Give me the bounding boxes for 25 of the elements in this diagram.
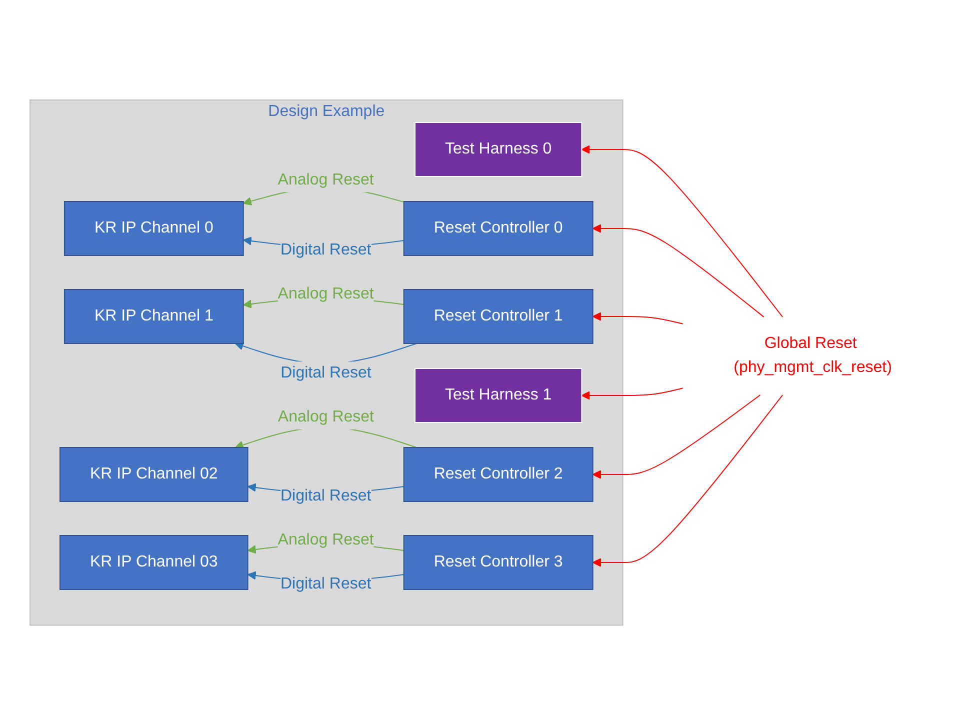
arrow <box>592 394 761 480</box>
arrow <box>581 388 684 400</box>
arrow <box>592 312 684 325</box>
node-box: Reset Controller 1 <box>403 289 594 344</box>
edge-label: Digital Reset <box>280 242 372 259</box>
arrow <box>581 145 784 318</box>
node-box: Test Harness 1 <box>414 368 582 424</box>
node-box: Reset Controller 3 <box>403 535 594 590</box>
arrow <box>592 224 764 318</box>
node-box: Reset Controller 2 <box>403 447 594 502</box>
node-box: Test Harness 0 <box>414 122 582 178</box>
arrow <box>592 394 784 568</box>
edge-label: Analog Reset <box>278 286 374 303</box>
edge-label: Analog Reset <box>278 408 374 426</box>
node-box: KR IP Channel 02 <box>60 447 248 502</box>
node-box: KR IP Channel 1 <box>64 289 244 344</box>
edge-label: Analog Reset <box>278 532 374 549</box>
edge-label: Digital Reset <box>280 576 372 593</box>
node-box: Reset Controller 0 <box>403 201 594 256</box>
node-box: KR IP Channel 0 <box>64 201 244 256</box>
edge-label: Analog Reset <box>278 172 374 189</box>
edge-label: Digital Reset <box>280 364 372 382</box>
edge-label: Digital Reset <box>280 488 372 505</box>
node-text: Global Reset (phy_mgmt_clk_reset) <box>734 335 892 376</box>
node-box: KR IP Channel 03 <box>60 535 248 590</box>
